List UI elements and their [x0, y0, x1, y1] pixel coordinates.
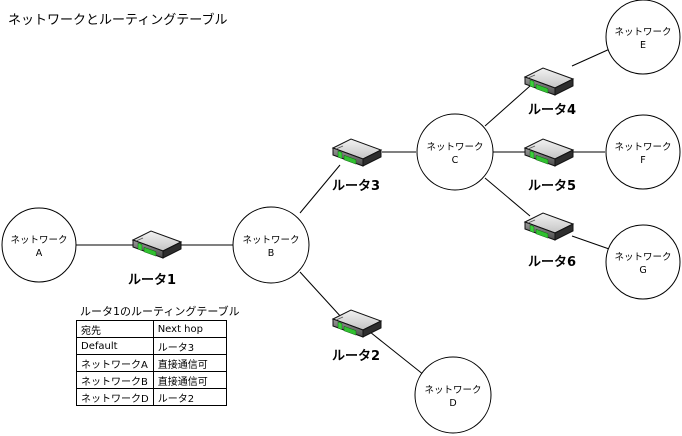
- network-a-id: A: [36, 248, 43, 259]
- table-cell: 宛先: [76, 320, 154, 338]
- network-f-circle: [605, 114, 681, 190]
- table-cell: ルータ2: [152, 388, 227, 406]
- network-c-id: C: [452, 155, 459, 166]
- link-b-r2: [299, 271, 343, 319]
- routing-table: 宛先 Next hop Default ルータ3 ネットワークA 直接通信可 ネ…: [76, 320, 227, 406]
- table-row: ネットワークB 直接通信可: [76, 371, 227, 389]
- router-5-icon: [524, 138, 574, 167]
- network-d-label: ネットワーク: [424, 385, 481, 396]
- table-cell: 直接通信可: [152, 371, 227, 389]
- network-a-label: ネットワーク: [10, 235, 67, 246]
- network-e-id: E: [640, 40, 646, 51]
- router-6-icon: [524, 212, 574, 241]
- network-g-circle: [605, 224, 681, 300]
- router-1-icon: [132, 230, 182, 259]
- table-row: 宛先 Next hop: [76, 320, 227, 338]
- router-6-label: ルータ6: [528, 255, 576, 270]
- network-e-circle: [605, 0, 681, 75]
- table-cell: ネットワークA: [76, 354, 154, 372]
- router-5-label: ルータ5: [528, 179, 576, 194]
- network-d-id: D: [449, 398, 456, 409]
- router-4-label: ルータ4: [528, 103, 576, 118]
- table-cell: ネットワークD: [76, 388, 154, 406]
- link-c-r4: [484, 85, 531, 127]
- link-b-r3: [299, 164, 341, 214]
- table-cell: Next hop: [152, 320, 227, 338]
- network-b-label: ネットワーク: [242, 235, 299, 246]
- network-g-id: G: [639, 265, 646, 276]
- table-cell: Default: [76, 337, 154, 355]
- router-4-icon: [524, 67, 574, 96]
- router-1-label: ルータ1: [128, 273, 176, 288]
- network-c-circle: [416, 113, 494, 191]
- table-row: ネットワークA 直接通信可: [76, 354, 227, 372]
- network-g-label: ネットワーク: [614, 252, 671, 263]
- table-cell: ネットワークB: [76, 371, 154, 389]
- table-row: ネットワークD ルータ2: [76, 388, 227, 406]
- network-f-label: ネットワーク: [614, 142, 671, 153]
- router-2-label: ルータ2: [332, 349, 380, 364]
- router-2-icon: [332, 309, 382, 338]
- table-cell: 直接通信可: [152, 354, 227, 372]
- link-r2-d: [369, 331, 425, 376]
- network-c-label: ネットワーク: [426, 142, 483, 153]
- router-3-label: ルータ3: [332, 179, 380, 194]
- network-b-id: B: [268, 248, 275, 259]
- routing-table-caption: ルータ1のルーティングテーブル: [80, 305, 240, 318]
- table-row: Default ルータ3: [76, 337, 227, 355]
- network-a-circle: [1, 207, 77, 283]
- link-c-r6: [484, 177, 531, 217]
- network-f-id: F: [640, 155, 645, 166]
- link-r4-e: [571, 47, 613, 67]
- page-title: ネットワークとルーティングテーブル: [8, 13, 228, 28]
- network-e-label: ネットワーク: [614, 27, 671, 38]
- network-b-circle: [232, 206, 310, 284]
- router-3-icon: [332, 138, 382, 167]
- table-cell: ルータ3: [152, 337, 227, 355]
- network-d-circle: [414, 356, 492, 434]
- link-r6-g: [571, 235, 613, 251]
